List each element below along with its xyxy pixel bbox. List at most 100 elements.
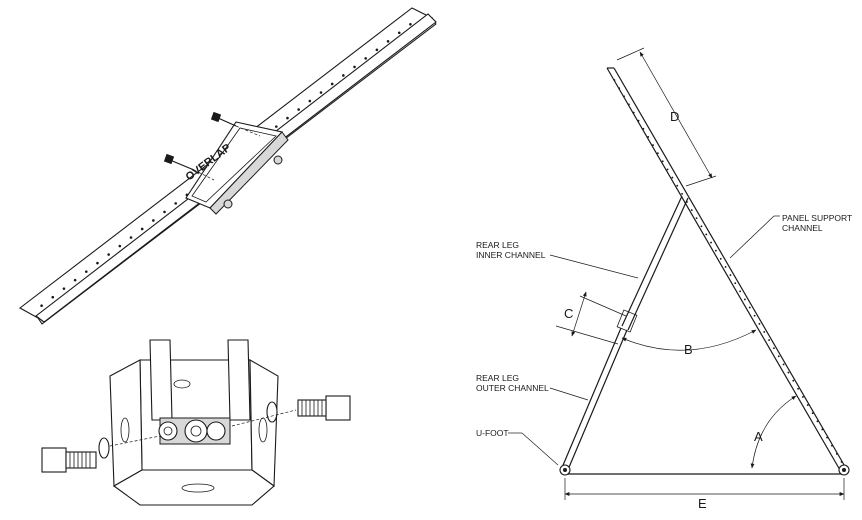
u-foot-base xyxy=(112,469,275,506)
channel-hole xyxy=(758,322,761,325)
channel-hole xyxy=(386,40,390,43)
channel-hole xyxy=(642,127,645,130)
svg-text:E: E xyxy=(698,496,707,511)
channel-hole xyxy=(163,210,166,214)
channel-hole xyxy=(705,233,708,236)
dimension-a: A xyxy=(750,395,797,469)
channel-hole xyxy=(753,314,756,317)
washer-icon xyxy=(98,437,110,459)
channel-hole xyxy=(657,152,659,155)
svg-text:INNER CHANNEL: INNER CHANNEL xyxy=(476,250,546,260)
channel-hole xyxy=(826,436,828,439)
washer-icon xyxy=(266,401,278,423)
channel-hole xyxy=(666,168,669,171)
channel-hole xyxy=(816,420,819,423)
dimension-c: C xyxy=(555,291,627,345)
channel-hole xyxy=(107,253,110,256)
channel-hole xyxy=(777,355,780,358)
u-foot-left-flange xyxy=(109,359,143,487)
channel-hole xyxy=(671,176,674,179)
channel-hole xyxy=(831,444,833,447)
dimension-d: D xyxy=(616,47,717,187)
channel-hole xyxy=(802,396,804,398)
channel-hole xyxy=(409,22,412,26)
label-rear-leg-outer-channel: REAR LEG OUTER CHANNEL xyxy=(476,373,589,401)
channel-hole xyxy=(690,209,693,211)
channel-hole xyxy=(118,244,122,248)
channel-hole xyxy=(710,241,712,244)
bolt-icon xyxy=(297,395,351,421)
bolt-icon xyxy=(163,153,195,171)
channel-hole xyxy=(364,57,368,60)
channel-hole xyxy=(342,74,345,77)
channel-hole xyxy=(773,347,775,350)
nut-icon xyxy=(273,155,283,165)
dimension-b: B xyxy=(621,329,757,357)
channel-hole xyxy=(724,266,727,268)
u-foot-right-flange xyxy=(249,359,279,488)
panel-support-channel xyxy=(606,67,848,471)
channel-hole xyxy=(51,295,55,299)
svg-text:CHANNEL: CHANNEL xyxy=(782,223,823,233)
channel-hole xyxy=(734,282,737,285)
channel-hole xyxy=(739,290,741,293)
channel-hole xyxy=(768,339,770,341)
channel-hole xyxy=(129,236,133,239)
channel-hole xyxy=(637,119,640,122)
channel-hole xyxy=(375,48,379,52)
channel-hole xyxy=(744,298,746,301)
channel-hole xyxy=(96,261,99,265)
channel-hole xyxy=(73,278,77,282)
channel-hole xyxy=(647,136,650,138)
svg-text:C: C xyxy=(564,306,573,321)
channel-hole xyxy=(763,331,766,333)
bolt-icon xyxy=(210,111,237,127)
u-foot-detail xyxy=(41,339,351,506)
label-u-foot: U-FOOT xyxy=(476,428,559,466)
channel-hole xyxy=(84,270,88,273)
bolt-icon xyxy=(41,447,97,473)
channel-hole xyxy=(632,111,635,114)
channel-hole xyxy=(661,160,664,163)
channel-hole xyxy=(174,202,178,205)
channel-hole xyxy=(835,452,838,455)
channel-hole xyxy=(286,116,289,120)
u-foot-right xyxy=(838,464,850,476)
channel-hole xyxy=(623,95,625,98)
overlap-channel-assembly: OVERLAP xyxy=(18,7,437,325)
u-foot-left xyxy=(559,464,571,476)
nut-icon xyxy=(223,199,233,209)
channel-hole xyxy=(676,184,679,187)
channel-hole xyxy=(715,249,717,252)
svg-text:OUTER CHANNEL: OUTER CHANNEL xyxy=(476,383,549,393)
channel-hole xyxy=(840,461,843,463)
channel-hole xyxy=(729,274,732,276)
channel-hole xyxy=(748,306,751,309)
svg-text:B: B xyxy=(684,342,693,357)
channel-hole xyxy=(274,125,278,128)
channel-hole xyxy=(695,217,698,220)
channel-hole xyxy=(797,387,799,390)
channel-hole xyxy=(700,225,703,228)
channel-hole xyxy=(806,404,809,406)
channel-hole xyxy=(330,82,334,86)
svg-text:A: A xyxy=(754,429,763,444)
channel-hole xyxy=(681,192,683,195)
channel-hole xyxy=(319,91,323,94)
channel-hole xyxy=(719,257,722,260)
channel-hole xyxy=(782,363,785,366)
channel-hole xyxy=(40,304,43,308)
svg-text:PANEL SUPPORT: PANEL SUPPORT xyxy=(782,213,852,223)
label-rear-leg-inner-channel: REAR LEG INNER CHANNEL xyxy=(476,240,639,279)
channel-hole xyxy=(62,287,66,290)
rear-leg-inner-channel xyxy=(616,195,689,333)
channel-hole xyxy=(792,379,795,382)
channel-hole xyxy=(628,103,630,106)
svg-text:REAR LEG: REAR LEG xyxy=(476,240,519,250)
channel-hole xyxy=(353,65,356,69)
channel-hole xyxy=(152,219,155,222)
frame-diagram: D C B A E PANEL SUPP xyxy=(476,47,852,511)
channel-hole xyxy=(652,144,654,146)
channel-hole xyxy=(821,428,824,431)
